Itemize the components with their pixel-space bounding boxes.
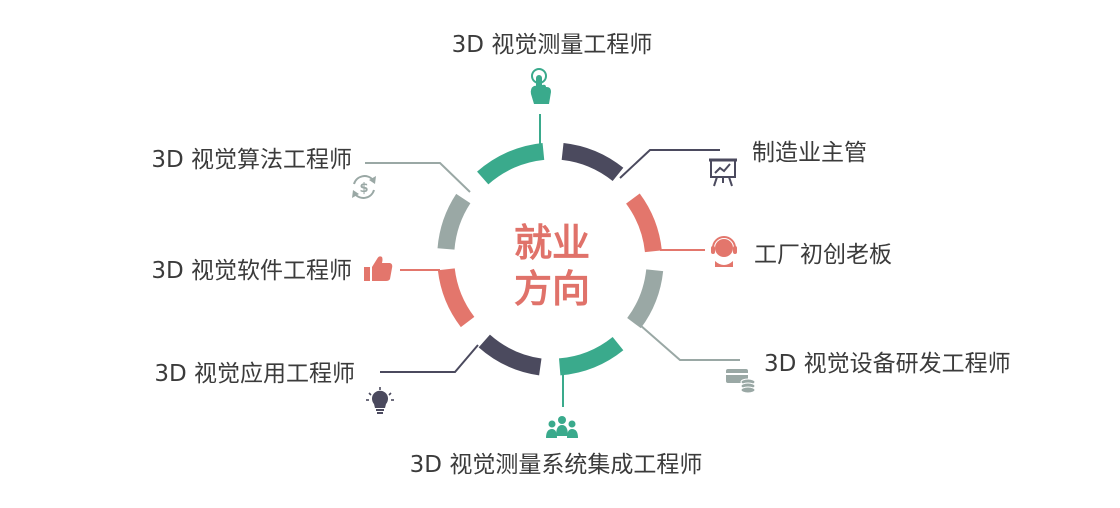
ring-segment-gray-left: [437, 193, 471, 250]
label-vision-application-engineer: 3D 视觉应用工程师: [154, 361, 355, 387]
connector-top-right: [619, 149, 720, 179]
team-people-icon: [546, 416, 578, 438]
connector-bottom-right: [639, 324, 740, 361]
ring: [437, 142, 664, 376]
light-bulb-icon: [366, 387, 394, 414]
ring-segment-teal-bottom: [558, 336, 624, 376]
label-vision-algorithm-engineer: 3D 视觉算法工程师: [151, 147, 352, 173]
label-factory-founder: 工厂初创老板: [754, 242, 892, 268]
ring-segment-gray-right: [627, 269, 664, 329]
center-title-line1: 就业: [514, 221, 590, 265]
ring-segment-coral-right: [625, 193, 662, 253]
thumbs-up-icon: [364, 256, 393, 281]
label-vision-integration-engineer: 3D 视觉测量系统集成工程师: [410, 452, 703, 478]
presentation-board-icon: [709, 158, 737, 187]
label-manufacturing-supervisor: 制造业主管: [752, 140, 867, 166]
pointer-hand-icon: [530, 68, 551, 104]
label-vision-software-engineer: 3D 视觉软件工程师: [151, 258, 352, 284]
card-coins-icon: [726, 369, 756, 394]
headset-user-icon: [711, 236, 737, 267]
connectors: [365, 114, 740, 407]
dollar-refresh-icon: $: [352, 175, 376, 199]
connector-bottom-left: [380, 344, 479, 373]
ring-segment-teal-top: [477, 142, 545, 185]
center-title-line2: 方向: [514, 267, 590, 311]
label-vision-measurement-engineer: 3D 视觉测量工程师: [452, 32, 653, 58]
label-vision-device-rd-engineer: 3D 视觉设备研发工程师: [764, 351, 1011, 377]
ring-segment-navy-top: [561, 142, 624, 182]
ring-segment-coral-left: [437, 268, 475, 328]
connector-top-left: [365, 162, 471, 193]
svg-text:$: $: [359, 181, 368, 196]
ring-segment-navy-bottom: [478, 334, 542, 376]
